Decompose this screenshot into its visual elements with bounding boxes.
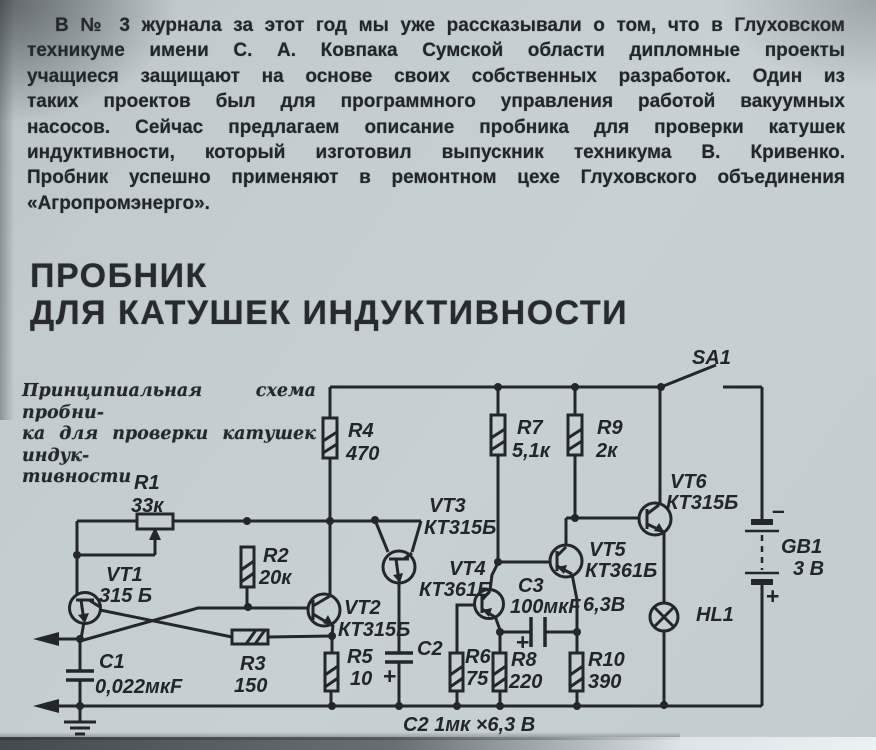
label-vt2-type: КТ315Б bbox=[338, 619, 410, 641]
label-r7: R7 bbox=[517, 417, 543, 439]
label-c2-plus: + bbox=[383, 663, 396, 689]
battery-gb1 bbox=[745, 519, 779, 585]
intro-line: В № 3 журнала за этот год мы уже рассказ… bbox=[55, 15, 845, 36]
caption-line: Принципиальная схема пробни- bbox=[22, 381, 316, 423]
caption-line: ка для проверки катушек индук- bbox=[22, 424, 316, 466]
transistor-vt4 bbox=[473, 588, 505, 620]
capacitor-c2 bbox=[385, 651, 413, 664]
switch-sa1-lever bbox=[660, 363, 717, 389]
label-vt5-type: КТ361Б bbox=[585, 560, 657, 582]
label-vt3-type: КТ315Б bbox=[424, 517, 496, 539]
label-r1-value: 33к bbox=[131, 495, 164, 517]
label-r3-value: 150 bbox=[234, 675, 267, 697]
label-r5-value: 10 bbox=[350, 668, 372, 690]
label-c3-plus: + bbox=[516, 629, 529, 655]
label-r5: R5 bbox=[347, 646, 373, 668]
resistor-r8 bbox=[491, 651, 508, 693]
capacitor-c1 bbox=[66, 669, 94, 682]
label-r3: R3 bbox=[240, 653, 266, 675]
intro-line: учащиеся защищают на основе своих собств… bbox=[27, 65, 845, 87]
schematic-footnote: С2 1мк ×6,3 В bbox=[403, 714, 535, 736]
label-r8-value: 220 bbox=[508, 671, 542, 693]
probe-terminal-arrows bbox=[33, 632, 59, 713]
wiper-arrow-icon bbox=[149, 527, 161, 540]
label-vt1-type: 315 Б bbox=[99, 585, 152, 607]
label-r1: R1 bbox=[134, 472, 160, 494]
resistor-r5 bbox=[323, 651, 340, 693]
resistor-r9 bbox=[566, 413, 584, 457]
resistor-r3 bbox=[230, 628, 270, 646]
figure-caption: Принципиальная схема пробни- ка для пров… bbox=[22, 381, 316, 489]
resistor-r10 bbox=[568, 651, 585, 693]
label-c3-value: 100мкF bbox=[510, 596, 581, 618]
resistor-r6 bbox=[448, 651, 465, 693]
resistor-r1 bbox=[135, 512, 175, 540]
label-sa1: SA1 bbox=[692, 347, 731, 369]
label-r6: R6 bbox=[465, 646, 491, 668]
label-gb1-value: 3 В bbox=[793, 558, 824, 580]
resistor-r2 bbox=[239, 545, 256, 589]
intro-line: таких проектов был для программного упра… bbox=[27, 91, 845, 113]
label-battery-minus: – bbox=[772, 497, 785, 523]
label-c1-value: 0,022мкF bbox=[95, 676, 183, 698]
caption-line: тивности bbox=[22, 467, 132, 487]
transistor-vt3 bbox=[381, 549, 417, 585]
label-r2-value: 20к bbox=[258, 567, 292, 589]
transistor-vt6 bbox=[637, 501, 673, 537]
label-vt1: VT1 bbox=[106, 564, 143, 586]
resistor-r4 bbox=[321, 416, 339, 460]
intro-line: Пробник успешно применяют в ремонтном це… bbox=[27, 167, 845, 189]
label-r9-value: 2к bbox=[595, 440, 618, 462]
label-r2: R2 bbox=[263, 545, 289, 567]
label-vt4-type: КТ361Б bbox=[419, 579, 491, 601]
label-r6-value: 75 bbox=[466, 668, 489, 690]
label-r10-value: 390 bbox=[588, 671, 621, 693]
ground-symbol bbox=[64, 720, 96, 736]
article-title-line2: ДЛЯ КАТУШЕК ИНДУКТИВНОСТИ bbox=[30, 294, 629, 332]
probe-arrow-icon bbox=[33, 699, 59, 713]
label-gb1: GB1 bbox=[781, 536, 822, 558]
label-vt3: VT3 bbox=[429, 495, 466, 517]
label-vt6-type: КТ315Б bbox=[666, 492, 738, 514]
article-title: ПРОБНИК ДЛЯ КАТУШЕК ИНДУКТИВНОСТИ bbox=[30, 258, 628, 332]
label-r4: R4 bbox=[348, 420, 374, 442]
probe-arrow-icon bbox=[33, 632, 59, 646]
resistor-r7 bbox=[489, 413, 507, 457]
label-r10: R10 bbox=[588, 649, 625, 671]
label-r7-value: 5,1к bbox=[512, 440, 551, 462]
label-c1: С1 bbox=[99, 651, 125, 673]
label-r8: R8 bbox=[511, 649, 537, 671]
component-labels: SA1 VT6 КТ315Б – GB1 3 В + HL1 R1 33к R2… bbox=[95, 347, 824, 698]
label-c3-voltage: 6,3В bbox=[583, 594, 625, 616]
label-vt5: VT5 bbox=[589, 539, 627, 561]
lamp-hl1 bbox=[648, 601, 680, 633]
label-vt4: VT4 bbox=[449, 558, 486, 580]
label-c2: С2 bbox=[417, 638, 443, 660]
article-title-line1: ПРОБНИК bbox=[30, 257, 208, 295]
label-battery-plus: + bbox=[766, 583, 779, 609]
label-vt6: VT6 bbox=[670, 471, 708, 493]
capacitor-c3 bbox=[529, 617, 547, 647]
wires bbox=[58, 363, 764, 721]
junction-dots bbox=[73, 383, 668, 710]
label-r9: R9 bbox=[597, 417, 623, 439]
intro-line: насосов. Сейчас предлагаем описание проб… bbox=[27, 116, 845, 138]
intro-paragraph: В № 3 журнала за этот год мы уже рассказ… bbox=[27, 13, 845, 216]
label-r4-value: 470 bbox=[345, 443, 379, 465]
transistor-vt2 bbox=[306, 592, 342, 628]
transistor-vt1 bbox=[68, 591, 102, 625]
label-vt2: VT2 bbox=[344, 597, 381, 619]
label-c3: С3 bbox=[518, 575, 544, 597]
intro-line: «Агропромэнерго». bbox=[27, 192, 210, 214]
intro-line: индуктивности, который изготовил выпускн… bbox=[27, 142, 845, 164]
intro-line: техникуме имени С. А. Ковпака Сумской об… bbox=[27, 40, 845, 62]
label-hl1: HL1 bbox=[696, 604, 734, 626]
transistor-vt5 bbox=[548, 543, 584, 579]
